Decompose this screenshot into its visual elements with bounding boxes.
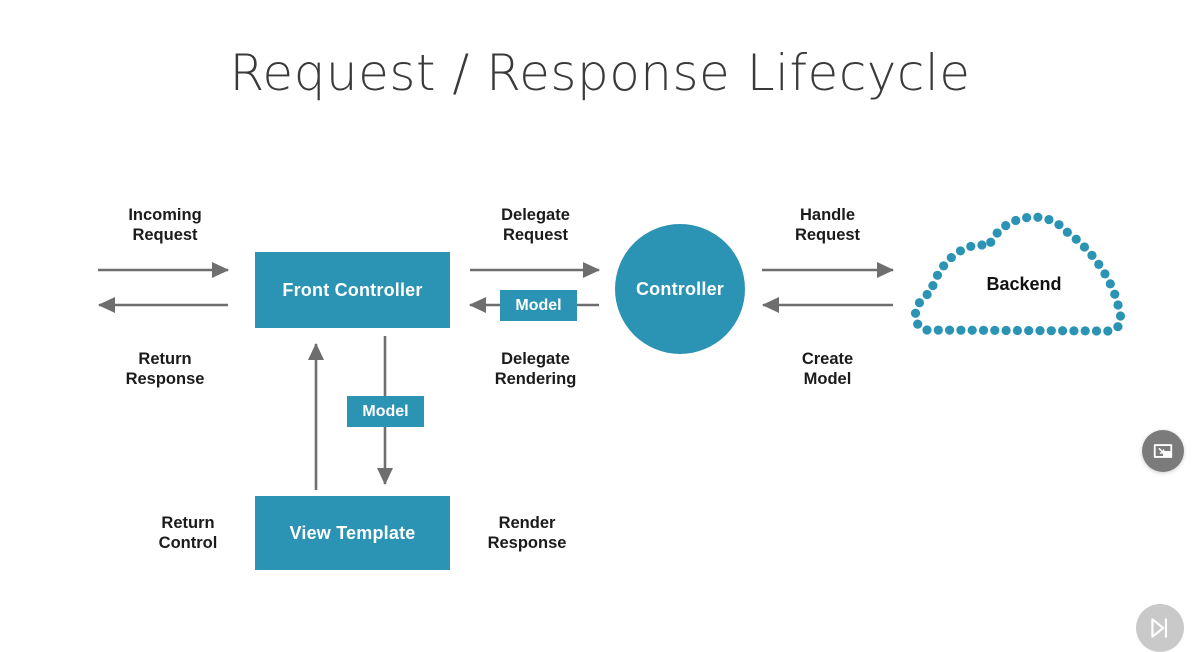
badge-model-controller[interactable]: Model bbox=[500, 290, 577, 321]
label-return-response: Return Response bbox=[125, 350, 205, 388]
node-controller[interactable]: Controller bbox=[615, 224, 745, 354]
node-backend-label: Backend bbox=[986, 274, 1062, 294]
label-delegate-rendering: Delegate Rendering bbox=[494, 350, 577, 388]
next-video-icon bbox=[1151, 618, 1168, 638]
badge-model-view[interactable]: Model bbox=[347, 396, 424, 427]
node-controller-label: Controller bbox=[635, 278, 724, 299]
label-render-response: Render Response bbox=[487, 514, 567, 552]
diagram-canvas: Request / Response Lifecycle bbox=[97, 44, 1184, 652]
label-create-model: Create Model bbox=[801, 350, 854, 388]
node-view-template[interactable]: View Template bbox=[255, 496, 450, 570]
backend-cloud-shape bbox=[910, 212, 1126, 336]
node-front-controller-label: Front Controller bbox=[282, 279, 423, 300]
miniplayer-button[interactable] bbox=[1142, 430, 1184, 472]
label-incoming-request: Incoming Request bbox=[128, 206, 202, 244]
next-video-button[interactable] bbox=[1136, 604, 1184, 652]
page-title: Request / Response Lifecycle bbox=[229, 44, 971, 102]
label-delegate-request: Delegate Request bbox=[501, 206, 570, 244]
label-return-control: Return Control bbox=[158, 514, 218, 552]
label-handle-request: Handle Request bbox=[794, 206, 861, 244]
node-front-controller[interactable]: Front Controller bbox=[255, 252, 450, 328]
badge-model-controller-label: Model bbox=[515, 296, 562, 314]
badge-model-view-label: Model bbox=[362, 402, 409, 420]
miniplayer-icon bbox=[1153, 444, 1173, 458]
node-view-template-label: View Template bbox=[289, 522, 416, 543]
